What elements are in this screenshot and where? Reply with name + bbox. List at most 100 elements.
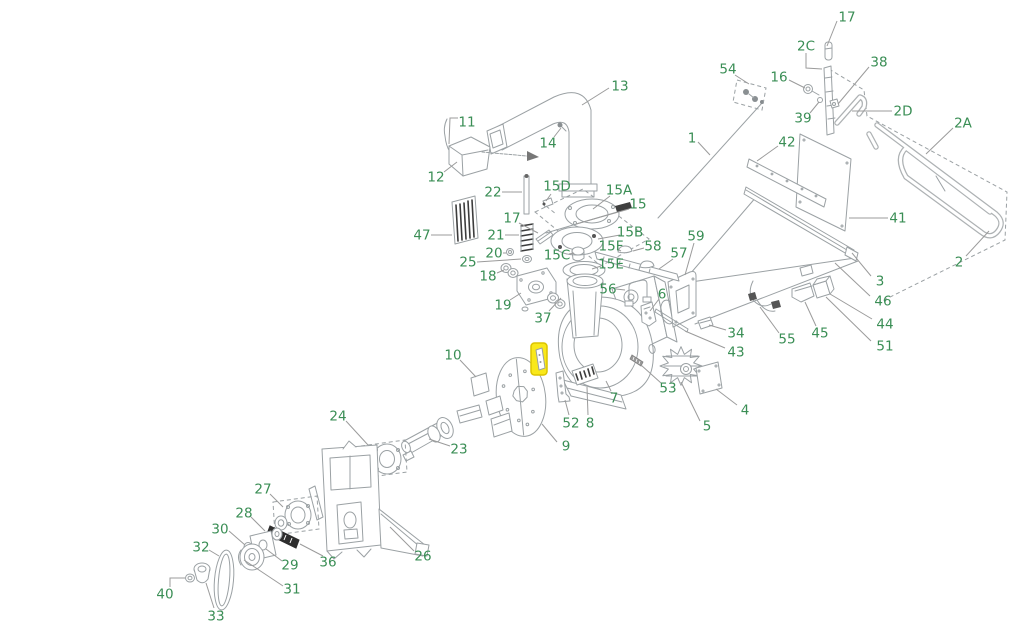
part-label-32[interactable]: 32: [192, 540, 209, 556]
leader-lines: [169, 20, 990, 609]
part-label-38[interactable]: 38: [870, 55, 887, 71]
part-label-39[interactable]: 39: [794, 111, 811, 127]
leader-line-15A: [592, 195, 611, 210]
part-label-11[interactable]: 11: [458, 115, 475, 131]
leader-line-45: [804, 301, 817, 327]
part-label-5[interactable]: 5: [703, 419, 712, 435]
part-label-30[interactable]: 30: [211, 522, 228, 538]
part-20-bolt: [506, 248, 514, 256]
part-38-bolt: [829, 98, 840, 109]
part-28-washer: [271, 527, 283, 541]
part-label-44[interactable]: 44: [876, 317, 893, 333]
part-label-41[interactable]: 41: [889, 211, 906, 227]
part-label-59[interactable]: 59: [687, 229, 704, 245]
part-label-18[interactable]: 18: [479, 269, 496, 285]
leader-line-9: [541, 423, 558, 443]
part-label-20[interactable]: 20: [485, 246, 502, 262]
part-label-28[interactable]: 28: [235, 506, 252, 522]
part-label-15F[interactable]: 15F: [599, 239, 624, 255]
part-label-16[interactable]: 16: [770, 70, 787, 86]
part-label-6[interactable]: 6: [658, 287, 667, 303]
part-37-inlet-funnel: [566, 273, 604, 339]
part-label-15[interactable]: 15: [629, 197, 646, 213]
part-label-53[interactable]: 53: [659, 381, 676, 397]
part-label-15A[interactable]: 15A: [606, 183, 633, 199]
leader-line-6: [649, 298, 660, 312]
leader-line-15E: [591, 265, 602, 270]
leader-line-2A: [925, 127, 954, 155]
part-27-bearing: [272, 495, 320, 536]
part-label-47[interactable]: 47: [413, 228, 430, 244]
part-label-37[interactable]: 37: [534, 311, 551, 327]
part-2c-strip: [823, 65, 836, 136]
part-label-34[interactable]: 34: [727, 326, 744, 342]
part-label-12[interactable]: 12: [427, 170, 444, 186]
part-26-frame: [308, 440, 430, 560]
part-3-rail: [743, 186, 859, 262]
part-label-22[interactable]: 22: [484, 185, 501, 201]
part-label-2A[interactable]: 2A: [954, 116, 973, 132]
part-8-vent-grate: [571, 363, 599, 386]
part-label-52[interactable]: 52: [562, 416, 579, 432]
part-label-15C[interactable]: 15C: [544, 248, 571, 264]
part-label-45[interactable]: 45: [811, 326, 828, 342]
part-label-55[interactable]: 55: [778, 332, 795, 348]
part-11-wire: [443, 118, 451, 153]
part-label-33[interactable]: 33: [207, 609, 224, 625]
part-label-24[interactable]: 24: [329, 409, 346, 425]
part-label-21[interactable]: 21: [487, 228, 504, 244]
leader-line-39: [809, 101, 820, 114]
part-label-8[interactable]: 8: [586, 416, 595, 432]
part-label-23[interactable]: 23: [450, 442, 467, 458]
part-label-17[interactable]: 17: [503, 211, 520, 227]
part-label-54[interactable]: 54: [719, 62, 736, 78]
leader-line-38: [837, 66, 870, 105]
leader-line-24: [345, 420, 369, 446]
part-label-13[interactable]: 13: [611, 79, 628, 95]
part-label-43[interactable]: 43: [727, 345, 744, 361]
part-label-2C[interactable]: 2C: [797, 39, 815, 55]
part-label-26[interactable]: 26: [414, 549, 431, 565]
part-label-17[interactable]: 17: [838, 10, 855, 26]
part-label-7[interactable]: 7: [610, 391, 619, 407]
part-label-15D[interactable]: 15D: [543, 179, 571, 195]
part-label-51[interactable]: 51: [876, 339, 893, 355]
part-label-58[interactable]: 58: [644, 239, 661, 255]
part-label-15B[interactable]: 15B: [617, 225, 643, 241]
part-label-36[interactable]: 36: [319, 555, 336, 571]
part-label-19[interactable]: 19: [494, 298, 511, 314]
leader-line-32: [208, 549, 220, 557]
part-label-25[interactable]: 25: [459, 255, 476, 271]
part-label-10[interactable]: 10: [444, 348, 461, 364]
part-label-31[interactable]: 31: [283, 582, 300, 598]
leader-line-12: [443, 161, 458, 173]
part-label-2D[interactable]: 2D: [894, 104, 913, 120]
part-52-bracket: [555, 370, 571, 403]
leader-line-17: [826, 20, 838, 47]
leader-line-51: [825, 296, 872, 342]
part-label-14[interactable]: 14: [539, 136, 556, 152]
part-label-42[interactable]: 42: [778, 135, 795, 151]
part-label-57[interactable]: 57: [670, 246, 687, 262]
part-label-15E[interactable]: 15E: [598, 257, 624, 273]
part-label-4[interactable]: 4: [741, 403, 750, 419]
leader-line-37: [548, 297, 562, 312]
part-label-46[interactable]: 46: [874, 294, 891, 310]
part-label-1[interactable]: 1: [688, 131, 697, 147]
part-label-9[interactable]: 9: [562, 439, 571, 455]
leader-line-33: [205, 582, 215, 609]
part-32-belt: [213, 549, 235, 611]
leader-line-59: [684, 242, 695, 276]
highlighted-part[interactable]: [530, 342, 548, 376]
leader-line-2C: [805, 53, 823, 70]
construction-lines: [683, 68, 1008, 325]
part-label-56[interactable]: 56: [599, 282, 616, 298]
part-label-27[interactable]: 27: [254, 482, 271, 498]
part-label-40[interactable]: 40: [156, 587, 173, 603]
part-label-2[interactable]: 2: [955, 255, 964, 271]
leader-line-46: [834, 262, 871, 297]
part-label-29[interactable]: 29: [281, 558, 298, 574]
part-label-3[interactable]: 3: [876, 274, 885, 290]
